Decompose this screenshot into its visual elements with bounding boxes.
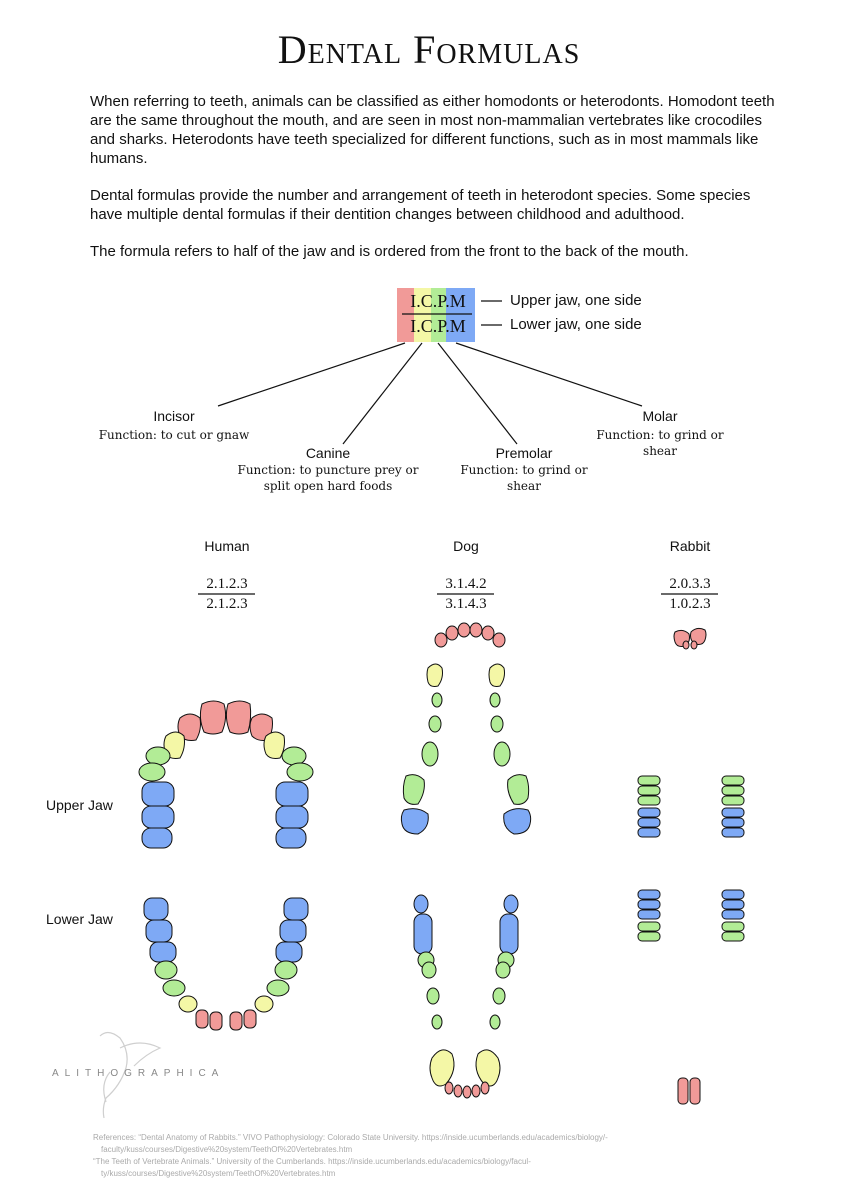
dog-formula-lower: 3.1.4.3 bbox=[445, 596, 487, 612]
premolar-leader bbox=[437, 342, 518, 445]
upper-jaw-row-label: Upper Jaw bbox=[46, 797, 113, 813]
formula-key-colors bbox=[397, 288, 475, 342]
canine-function-line2: split open hard foods bbox=[263, 479, 393, 493]
lower-jaw-row-label: Lower Jaw bbox=[46, 911, 113, 927]
dog-formula-upper: 3.1.4.2 bbox=[445, 576, 487, 592]
intro-paragraph-2: Dental formulas provide the number and a… bbox=[90, 187, 751, 223]
molar-color-band bbox=[446, 288, 475, 342]
canine-label: Canine bbox=[305, 445, 351, 461]
lower-jaw-key-label: Lower jaw, one side bbox=[510, 316, 642, 333]
animal-name-human: Human bbox=[204, 538, 250, 554]
molar-label: Molar bbox=[642, 408, 678, 424]
canine-color-band bbox=[414, 288, 431, 342]
incisor-color-band bbox=[397, 288, 414, 342]
upper-jaw-key-label: Upper jaw, one side bbox=[510, 292, 642, 309]
animal-name-rabbit: Rabbit bbox=[669, 538, 711, 554]
logo-wordmark: ALITHOGRAPHICA bbox=[52, 1068, 225, 1079]
molar-leader bbox=[455, 342, 643, 407]
incisor-leader bbox=[217, 342, 406, 407]
dog-upper-jaw bbox=[400, 622, 532, 835]
human-formula-lower: 2.1.2.3 bbox=[206, 596, 248, 612]
incisor-function: Function: to cut or gnaw bbox=[98, 428, 250, 442]
human-formula-upper: 2.1.2.3 bbox=[206, 576, 248, 592]
dog-lower-jaw bbox=[413, 894, 519, 1099]
intro-paragraph-3: The formula refers to half of the jaw an… bbox=[90, 243, 689, 260]
reference-1-line1: References: “Dental Anatomy of Rabbits.”… bbox=[93, 1133, 608, 1142]
logo-bird-icon bbox=[99, 1031, 162, 1119]
tooth-type-leaders bbox=[217, 342, 643, 445]
formula-key-lower: I.C.P.M bbox=[410, 316, 466, 336]
rabbit-lower-jaw bbox=[637, 889, 745, 1105]
molar-function: Function: to grind or shear bbox=[596, 428, 724, 458]
human-upper-jaw bbox=[138, 700, 314, 849]
rabbit-formula-lower: 1.0.2.3 bbox=[669, 596, 711, 612]
canine-function-line1: Function: to puncture prey or bbox=[237, 463, 419, 477]
incisor-label: Incisor bbox=[153, 408, 195, 424]
animal-name-dog: Dog bbox=[453, 538, 479, 554]
reference-1-line2: faculty/kuss/courses/Digestive%20system/… bbox=[101, 1145, 353, 1154]
reference-2-line1: “The Teeth of Vertebrate Animals.” Unive… bbox=[93, 1157, 531, 1166]
premolar-color-band bbox=[431, 288, 446, 342]
reference-2-line2: ty/kuss/courses/Digestive%20system/Teeth… bbox=[101, 1169, 336, 1178]
page-title: Dental Formulas bbox=[277, 27, 581, 72]
premolar-label: Premolar bbox=[495, 445, 553, 461]
human-lower-jaw bbox=[143, 897, 309, 1031]
premolar-function: Function: to grind or shear bbox=[460, 463, 588, 493]
formula-key-upper: I.C.P.M bbox=[410, 291, 466, 311]
rabbit-formula-upper: 2.0.3.3 bbox=[669, 576, 711, 592]
canine-leader bbox=[342, 342, 423, 445]
references: References: “Dental Anatomy of Rabbits.”… bbox=[93, 1132, 813, 1180]
intro-paragraph-1: When referring to teeth, animals can be … bbox=[90, 93, 775, 167]
rabbit-upper-jaw bbox=[637, 627, 745, 838]
